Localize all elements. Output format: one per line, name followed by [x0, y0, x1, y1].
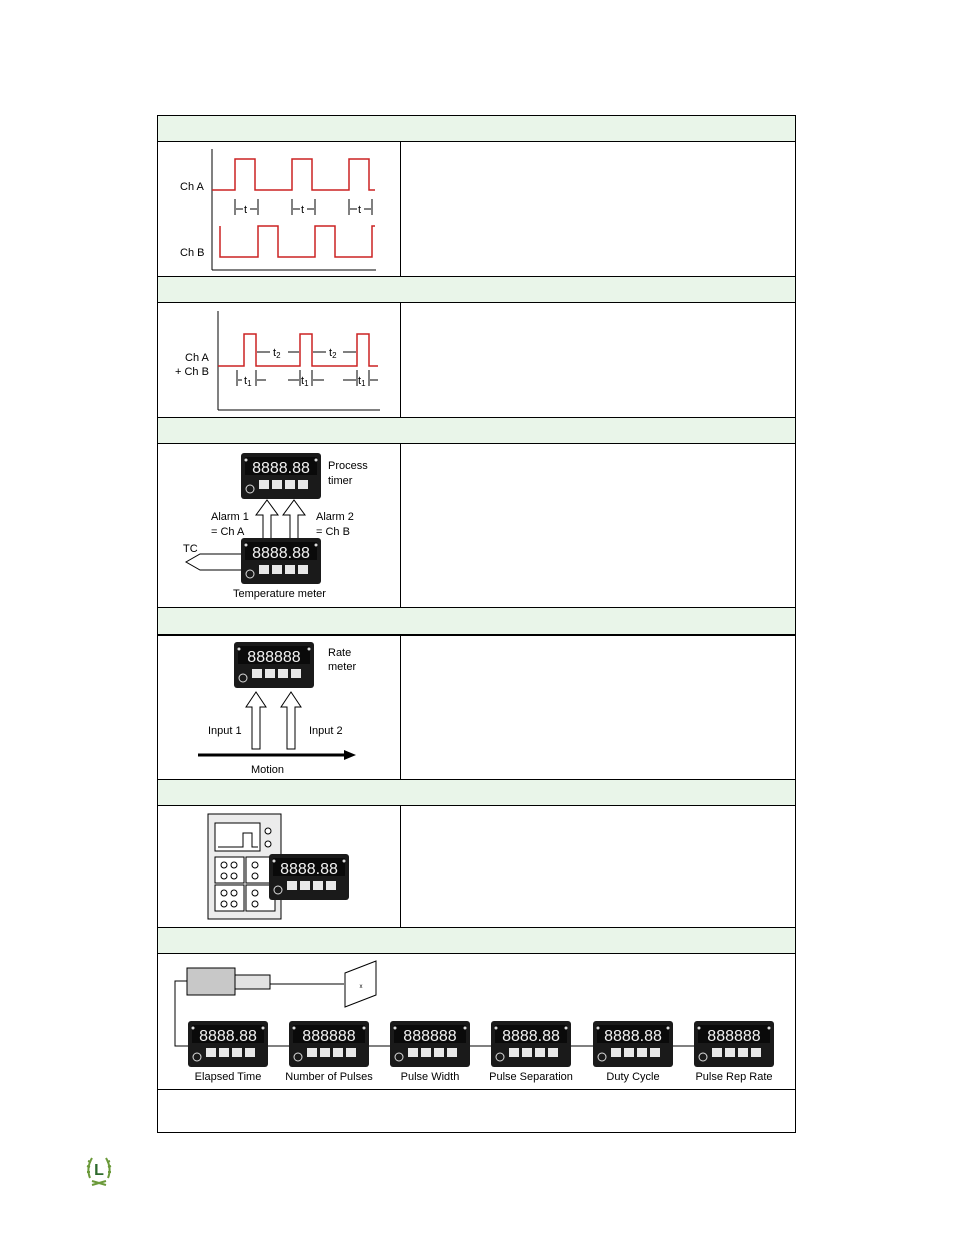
label-t: t — [358, 204, 361, 216]
row-header-2 — [158, 276, 795, 303]
label-ch-a: Ch A — [180, 181, 205, 193]
arrow-right-icon — [344, 750, 356, 760]
svg-text:Alarm 2: Alarm 2 — [316, 511, 354, 523]
meter-display: 888888 — [302, 1028, 355, 1045]
rate-meter-diagram: 888888 Rate meter Input 1 Input 2 Motion — [198, 641, 356, 776]
label-ch-a-plus: Ch A — [185, 352, 210, 364]
svg-text:Input 2: Input 2 — [309, 725, 343, 737]
arrow-up-icon — [255, 499, 279, 541]
row-header-3 — [158, 417, 795, 444]
row-header-5 — [158, 779, 795, 806]
signal-combined — [218, 333, 378, 367]
phase-markers — [234, 199, 373, 215]
row-header-1 — [158, 115, 795, 142]
signal-ch-b — [219, 225, 375, 258]
meter-label: Elapsed Time — [195, 1071, 262, 1083]
label-ch-b: Ch B — [180, 247, 204, 259]
quadrature-diagram: Ch A Ch B t t t — [180, 149, 376, 271]
label-t1: t1 — [301, 375, 309, 388]
svg-text:Motion: Motion — [251, 764, 284, 776]
row-separator — [158, 1089, 795, 1090]
pulse-diagram: Ch A + Ch B t1 t1 t1 t2 t2 — [175, 311, 380, 411]
svg-text:8888.88: 8888.88 — [280, 861, 338, 878]
panel-diagram: 8888.88 — [207, 813, 350, 920]
svg-text:L: L — [94, 1162, 104, 1179]
signal-ch-a — [212, 158, 375, 191]
arrow-up-icon — [282, 499, 306, 541]
rate-meter: 888888 — [233, 641, 315, 689]
label-ch-b-plus: + Ch B — [175, 366, 209, 378]
column-divider — [400, 636, 401, 779]
panel-meter: 8888.88 — [268, 853, 350, 901]
svg-text:TC: TC — [183, 543, 198, 555]
svg-text:Input 1: Input 1 — [208, 725, 242, 737]
arrow-up-icon — [280, 691, 302, 750]
svg-text:x: x — [360, 984, 363, 990]
column-divider — [400, 806, 401, 927]
laser-nozzle — [234, 974, 271, 990]
meter-display: 8888.88 — [604, 1028, 662, 1045]
svg-text:timer: timer — [328, 475, 353, 487]
svg-text:Process: Process — [328, 460, 368, 472]
process-timer-meter: 8888.88 — [240, 452, 322, 500]
meter-display: 888888 — [707, 1028, 760, 1045]
svg-text:Alarm 1: Alarm 1 — [211, 511, 249, 523]
meter-display: 888888 — [403, 1028, 456, 1045]
meter-label: Pulse Separation — [489, 1071, 573, 1083]
thermocouple-probe-icon — [184, 553, 241, 571]
label-t1: t1 — [244, 375, 252, 388]
company-logo-icon: L — [86, 1157, 112, 1186]
column-divider — [400, 142, 401, 276]
svg-text:8888.88: 8888.88 — [252, 460, 310, 477]
row-header-4 — [158, 607, 795, 636]
meter-label: Pulse Width — [401, 1071, 460, 1083]
process-timer-diagram: 8888.88 Process timer Alarm 1 = Ch A Ala… — [183, 452, 368, 600]
meter-label: Pulse Rep Rate — [695, 1071, 772, 1083]
label-t2: t2 — [329, 347, 337, 360]
label-t: t — [301, 204, 304, 216]
column-divider — [400, 444, 401, 607]
label-t: t — [244, 204, 247, 216]
svg-text:Temperature meter: Temperature meter — [233, 588, 326, 600]
svg-text:= Ch A: = Ch A — [211, 526, 245, 538]
meter-display: 8888.88 — [502, 1028, 560, 1045]
label-t1: t1 — [358, 375, 366, 388]
label-t2: t2 — [273, 347, 281, 360]
target-icon — [344, 960, 377, 1008]
meter-label: Number of Pulses — [285, 1071, 373, 1083]
svg-text:= Ch B: = Ch B — [316, 526, 350, 538]
svg-text:888888: 888888 — [247, 649, 300, 666]
meter-label: Duty Cycle — [606, 1071, 659, 1083]
meter-display: 8888.88 — [199, 1028, 257, 1045]
laser-body — [186, 967, 236, 996]
row-header-6 — [158, 927, 795, 954]
svg-text:Rate: Rate — [328, 647, 351, 659]
svg-text:8888.88: 8888.88 — [252, 545, 310, 562]
svg-text:meter: meter — [328, 661, 356, 673]
temperature-meter: 8888.88 — [240, 537, 322, 585]
column-divider — [400, 303, 401, 417]
arrow-up-icon — [245, 691, 267, 750]
